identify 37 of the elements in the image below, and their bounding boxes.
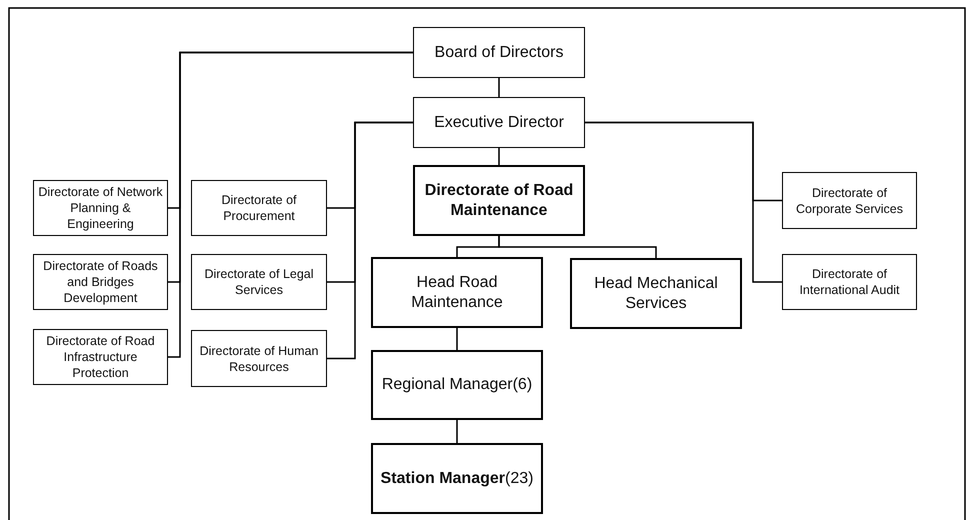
- directorate-box: [191, 180, 327, 236]
- node-text: Directorate of Roads and Bridges Development: [42, 258, 159, 306]
- directorate-box: [33, 329, 168, 385]
- node-text: Directorate of Network Planning & Engineering: [37, 184, 164, 232]
- directorate-box: [191, 330, 327, 387]
- node-text: Station Manager(23): [380, 468, 534, 488]
- position-box: [413, 27, 585, 78]
- node-text: Directorate of Human Resources: [198, 342, 320, 374]
- connector-line: [327, 122, 413, 360]
- connector-line: [498, 148, 500, 165]
- directorate-box: [191, 254, 327, 310]
- node-text: Executive Director: [434, 112, 564, 132]
- connector-line: [168, 52, 413, 358]
- node-text: Directorate of Legal Services: [203, 266, 315, 298]
- node-text: Board of Directors: [434, 42, 564, 62]
- node-text: Directorate of Road Maintenance: [424, 180, 574, 220]
- node-text: Directorate of Road Infrastructure Protection: [45, 333, 156, 381]
- connector-line: [456, 420, 458, 443]
- position-box: [413, 165, 585, 236]
- position-box: [371, 350, 543, 420]
- position-box: [371, 257, 543, 328]
- connector-line: [456, 328, 458, 350]
- node-text: Directorate of International Audit: [798, 266, 901, 298]
- directorate-box: [782, 172, 917, 229]
- connector-line: [498, 236, 657, 258]
- position-box: [570, 258, 742, 329]
- node-text: Head Road Maintenance: [410, 272, 504, 312]
- directorate-box: [33, 254, 168, 310]
- node-text: Directorate of Procurement: [220, 192, 298, 224]
- node-text: Directorate of Corporate Services: [795, 184, 904, 216]
- node-text: Head Mechanical Services: [593, 274, 719, 314]
- connector-line: [585, 122, 782, 283]
- node-text: Regional Manager(6): [382, 375, 532, 395]
- position-box: [413, 97, 585, 148]
- position-box: [371, 443, 543, 514]
- directorate-box: [782, 254, 917, 310]
- connector-line: [498, 78, 500, 97]
